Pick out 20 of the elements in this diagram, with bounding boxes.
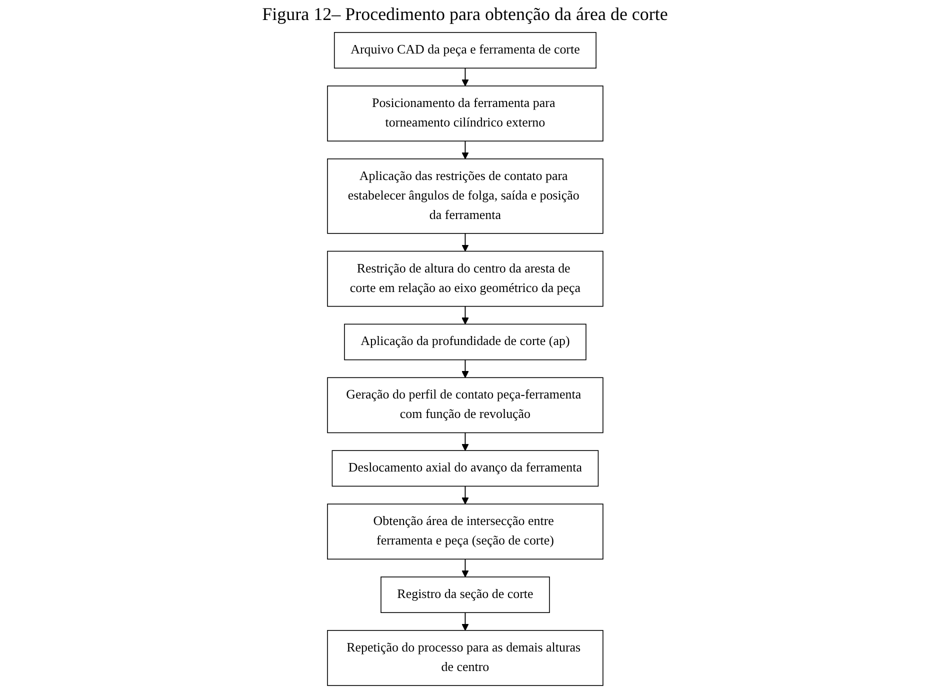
- arrow: [461, 612, 469, 631]
- node-box: Arquivo CAD da peça e ferramenta de corte: [334, 32, 596, 69]
- arrow: [461, 359, 469, 378]
- arrow: [461, 558, 469, 578]
- node-box: Deslocamento axial do avanço da ferramenta: [332, 450, 598, 487]
- node-box: Geração do perfil de contato peça-ferramenta com função de revolução: [326, 377, 604, 434]
- arrow: [461, 140, 469, 160]
- arrow: [461, 486, 469, 504]
- arrow: [461, 68, 469, 86]
- node-box: Aplicação da profundidade de corte (ap): [344, 324, 586, 360]
- arrow: [461, 432, 469, 451]
- arrow: [461, 306, 469, 324]
- node-box: Restrição de altura do centro da aresta de corte em relação ao eixo geométrico da peça: [326, 250, 604, 307]
- node-box: Obtenção área de intersecção entre ferramenta e peça (seção de corte): [326, 504, 604, 560]
- figure-title: Figura 12– Procedimento para obtenção da área de corte: [261, 3, 669, 26]
- node-box: Repetição do processo para as demais alturas de centro: [326, 630, 604, 686]
- node-box: Aplicação das restrições de contato para estabelecer ângulos de folga, saída e posição da ferramenta: [326, 158, 604, 234]
- node-box: Posicionamento da ferramenta para torneamento cilíndrico externo: [326, 86, 604, 142]
- arrow: [461, 232, 469, 252]
- node-box: Registro da seção de corte: [380, 576, 550, 613]
